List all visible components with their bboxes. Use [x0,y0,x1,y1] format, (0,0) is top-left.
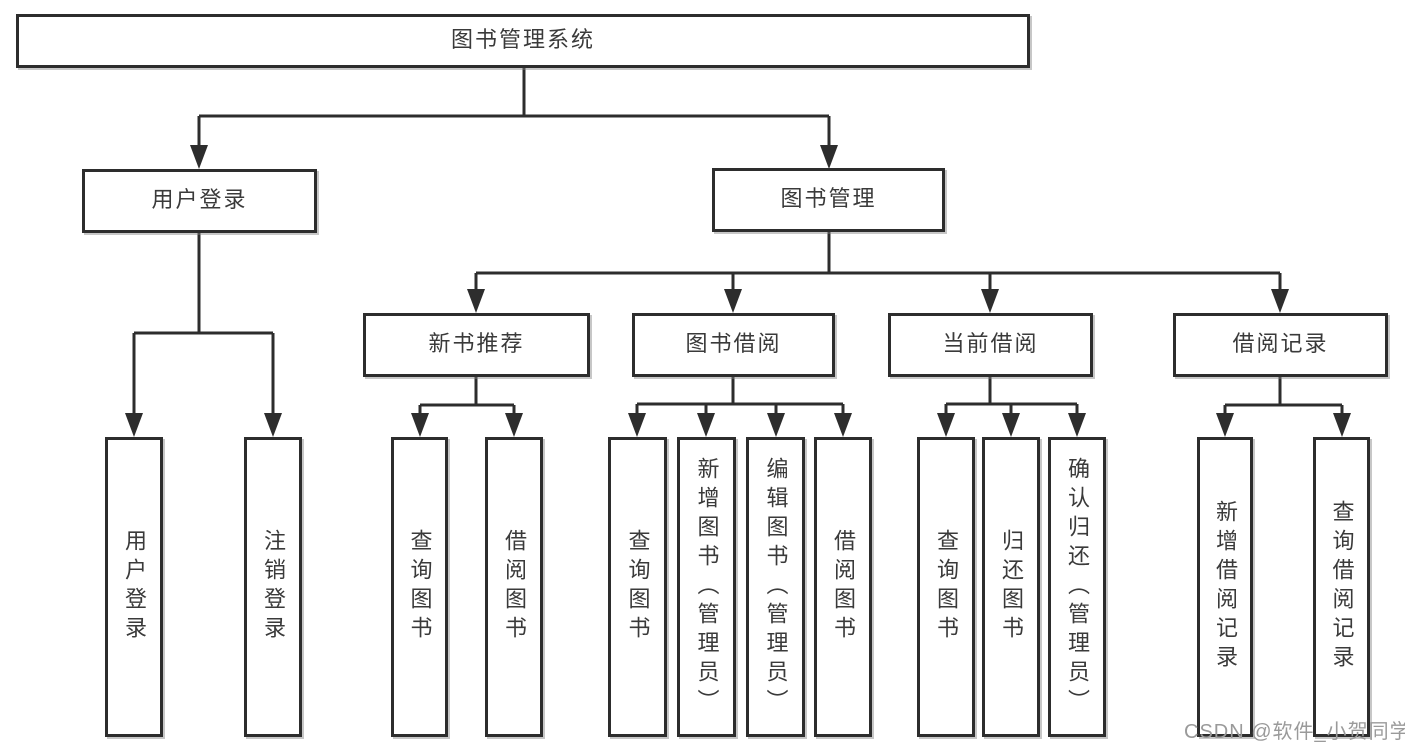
node-book-management: 图书管理 [712,168,945,232]
node-book-borrowing: 图书借阅 [632,313,835,377]
node-borrowing-records: 借阅记录 [1173,313,1388,377]
leaf-logout: 注销登录 [244,437,302,737]
leaf-user-login: 用户登录 [105,437,163,737]
leaf-add-book-admin: 新增图书（管理员） [677,437,736,737]
leaf-add-borrow-record: 新增借阅记录 [1197,437,1253,737]
leaf-query-books-borrowing: 查询图书 [608,437,667,737]
leaf-borrow-books-recommend: 借阅图书 [485,437,543,737]
watermark: CSDN @软件_小贺同学 [1184,721,1405,743]
node-current-borrowing: 当前借阅 [888,313,1093,377]
leaf-query-books-current: 查询图书 [917,437,975,737]
leaf-edit-book-admin: 编辑图书（管理员） [746,437,805,737]
leaf-query-books-recommend: 查询图书 [391,437,448,737]
leaf-query-borrow-record: 查询借阅记录 [1313,437,1370,737]
leaf-borrow-books-borrowing: 借阅图书 [814,437,872,737]
leaf-confirm-return-admin: 确认归还（管理员） [1048,437,1106,737]
node-user-login: 用户登录 [82,169,317,233]
node-root: 图书管理系统 [16,14,1030,68]
leaf-return-books: 归还图书 [982,437,1040,737]
node-new-book-recommend: 新书推荐 [363,313,590,377]
